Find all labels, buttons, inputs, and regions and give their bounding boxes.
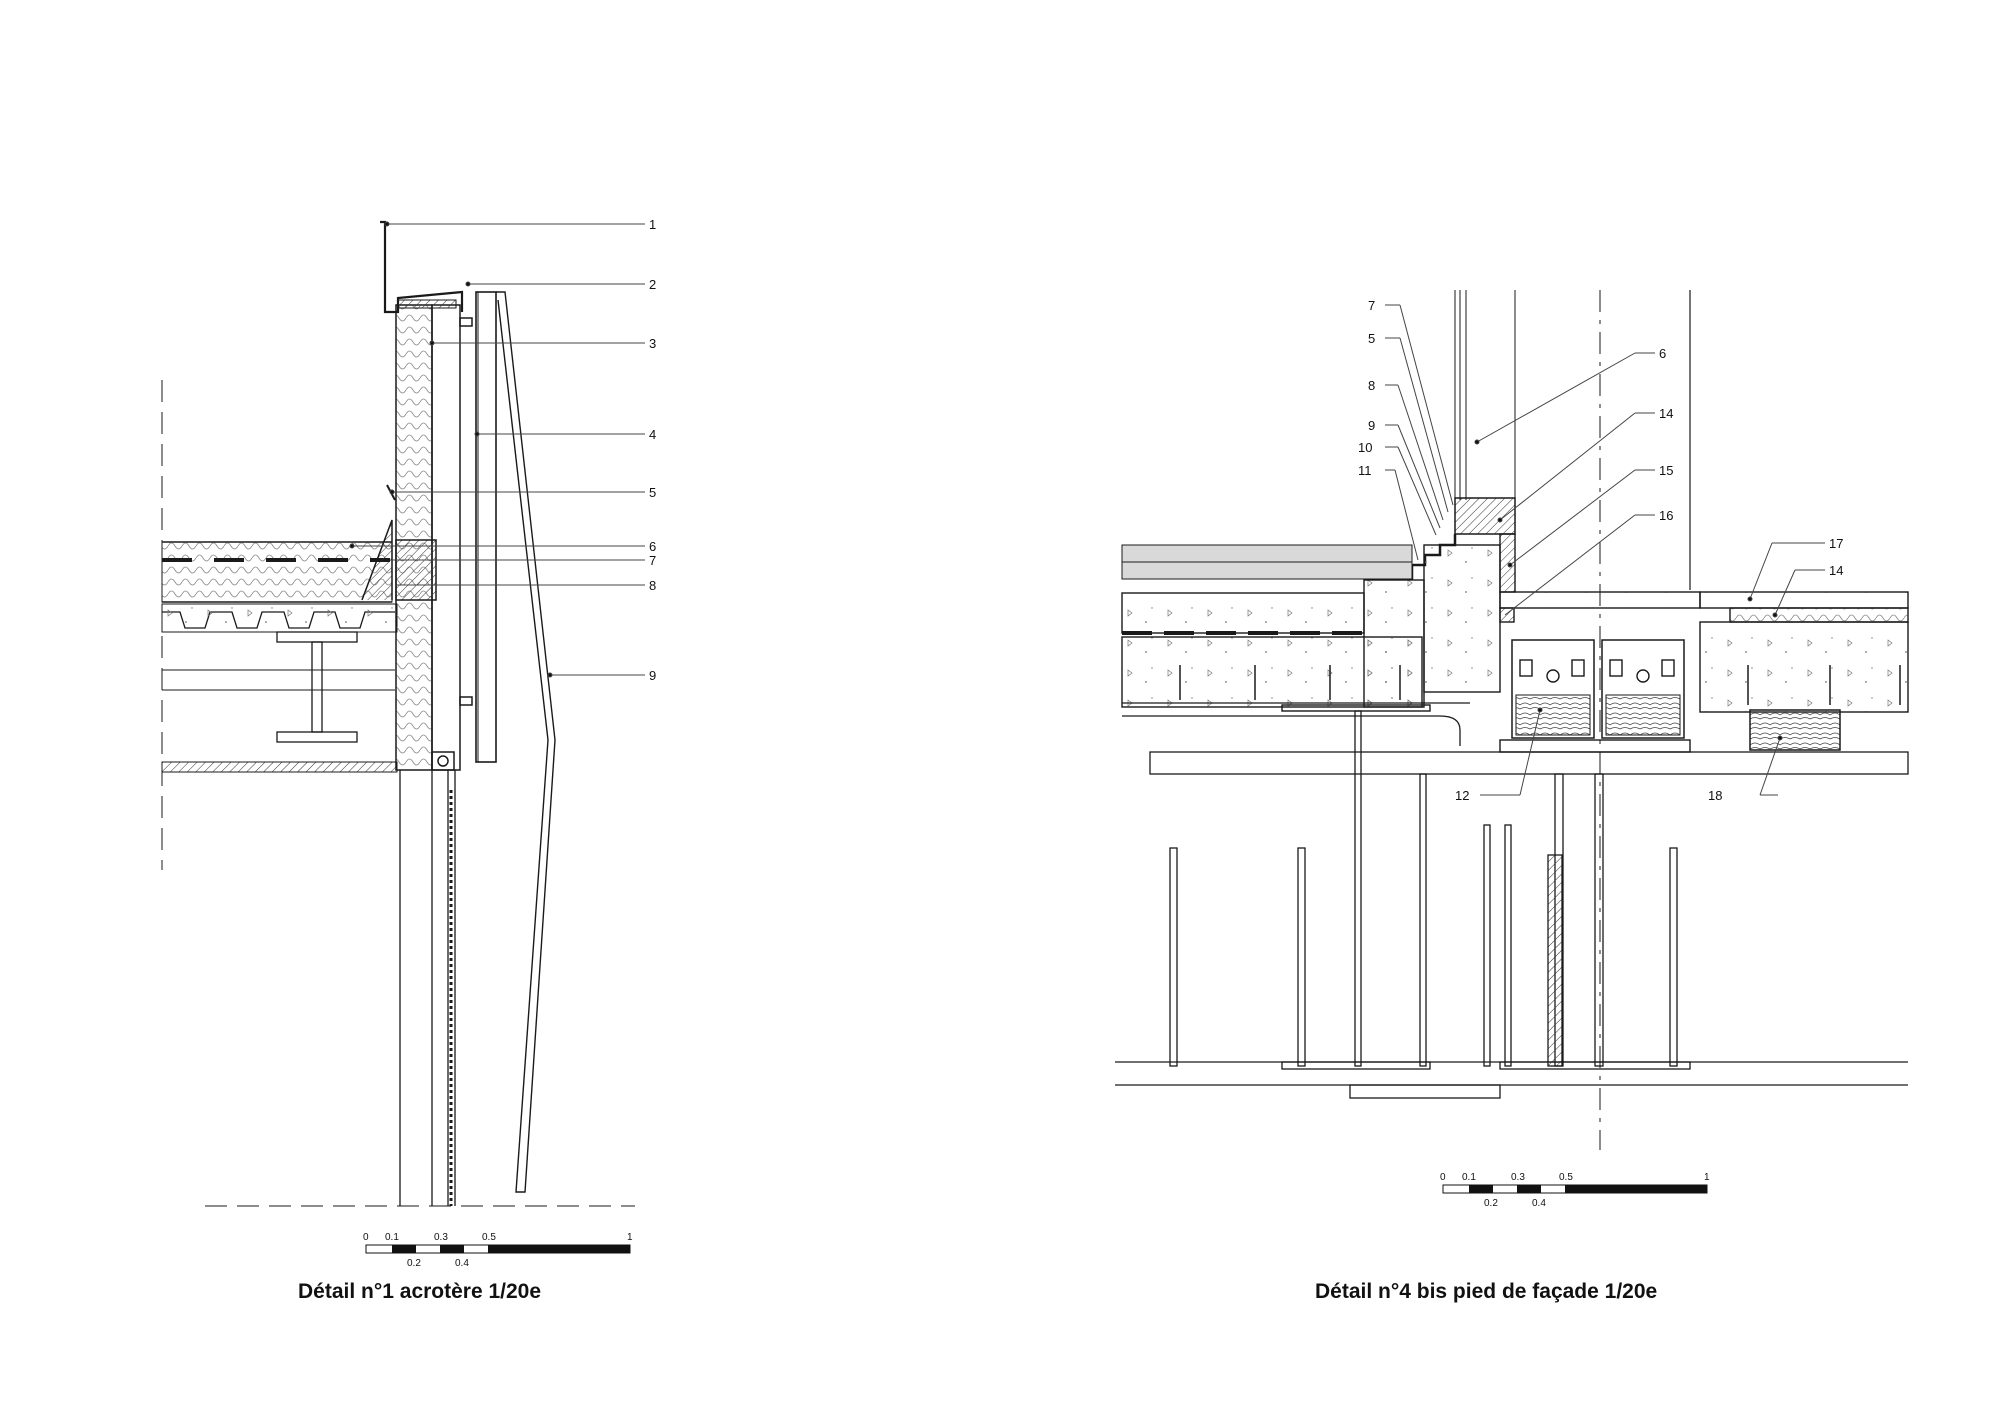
scale1-label-1: 1	[627, 1232, 633, 1243]
scale1-label-05: 0.5	[482, 1232, 496, 1243]
callout-9: 9	[649, 668, 656, 683]
scale1-label-01: 0.1	[385, 1232, 399, 1243]
scale2-label-05: 0.5	[1559, 1172, 1573, 1183]
callout-2: 2	[649, 277, 656, 292]
right-insulation	[1729, 607, 1909, 623]
detail-1-callouts: 1 2 3 4 5 6 7 8 9	[649, 217, 656, 683]
callout-d2-14: 14	[1659, 406, 1673, 421]
columns	[1169, 710, 1678, 1067]
right-screed	[1699, 591, 1909, 609]
scale1-label-02: 0.2	[407, 1258, 421, 1269]
detail-2-leaders	[1385, 304, 1825, 796]
callout-d2-9: 9	[1368, 418, 1375, 433]
scale2-label-0: 0	[1440, 1172, 1446, 1183]
callout-4: 4	[649, 427, 656, 442]
timber-joist	[1749, 709, 1841, 751]
detail-2-facade-base	[1115, 290, 1909, 1150]
bearing-box-left	[1511, 639, 1595, 739]
edge-beam	[1423, 544, 1501, 693]
callout-d2-10: 10	[1358, 440, 1372, 455]
callout-d2-16: 16	[1659, 508, 1673, 523]
coping-cap	[397, 299, 457, 309]
parapet-core	[431, 304, 461, 771]
detail-2-caption: Détail n°4 bis pied de façade 1/20e	[1315, 1280, 1658, 1303]
scale1-label-0: 0	[363, 1232, 369, 1243]
callout-d2-11: 11	[1358, 463, 1372, 478]
soffit	[161, 761, 398, 773]
callout-d2-17: 17	[1829, 536, 1843, 551]
i-beam	[276, 631, 358, 743]
callout-7: 7	[649, 553, 656, 568]
screed	[1121, 592, 1365, 634]
callout-d2-7: 7	[1368, 298, 1375, 313]
scale2-label-02: 0.2	[1484, 1198, 1498, 1209]
callout-8: 8	[649, 578, 656, 593]
detail-1-scale-bar: 0 0.1 0.3 0.5 1 0.2 0.4	[363, 1232, 633, 1269]
scale1-label-04: 0.4	[455, 1258, 469, 1269]
scale2-label-03: 0.3	[1511, 1172, 1525, 1183]
facade-skin	[496, 291, 556, 1193]
upstand-concrete	[1363, 579, 1425, 708]
callout-d2-12: 12	[1455, 788, 1469, 803]
callout-1: 1	[649, 217, 656, 232]
callout-6: 6	[649, 539, 656, 554]
callout-3: 3	[649, 336, 656, 351]
callout-d2-6: 6	[1659, 346, 1666, 361]
callout-d2-15: 15	[1659, 463, 1673, 478]
upstand-flashing	[361, 519, 393, 601]
scale2-label-01: 0.1	[1462, 1172, 1476, 1183]
scale2-label-1: 1	[1704, 1172, 1710, 1183]
callout-5: 5	[649, 485, 656, 500]
coping	[380, 220, 464, 314]
detail-1-acroterion	[161, 220, 635, 1207]
roof-slab	[161, 603, 398, 633]
detail-2-scale-bar: 0 0.1 0.3 0.5 1 0.2 0.4	[1440, 1172, 1710, 1209]
callout-d2-14b: 14	[1829, 563, 1843, 578]
scale1-label-03: 0.3	[434, 1232, 448, 1243]
callout-d2-8: 8	[1368, 378, 1375, 393]
right-slab	[1699, 621, 1909, 713]
window-frame	[1454, 497, 1516, 535]
detail-1-leaders	[349, 221, 645, 678]
roof-insulation	[161, 541, 393, 603]
detail-2-callouts: 7 5 8 9 10 11 6 14 15 16 17 14 12 18	[1358, 298, 1843, 803]
callout-d2-18: 18	[1708, 788, 1722, 803]
cladding-panel	[475, 291, 497, 763]
bearing-box-right	[1601, 639, 1685, 739]
scale2-label-04: 0.4	[1532, 1198, 1546, 1209]
parapet-insulation	[395, 304, 433, 771]
parapet-timber-band	[395, 539, 437, 601]
detail-1-caption: Détail n°1 acrotère 1/20e	[298, 1280, 542, 1303]
callout-d2-5: 5	[1368, 331, 1375, 346]
